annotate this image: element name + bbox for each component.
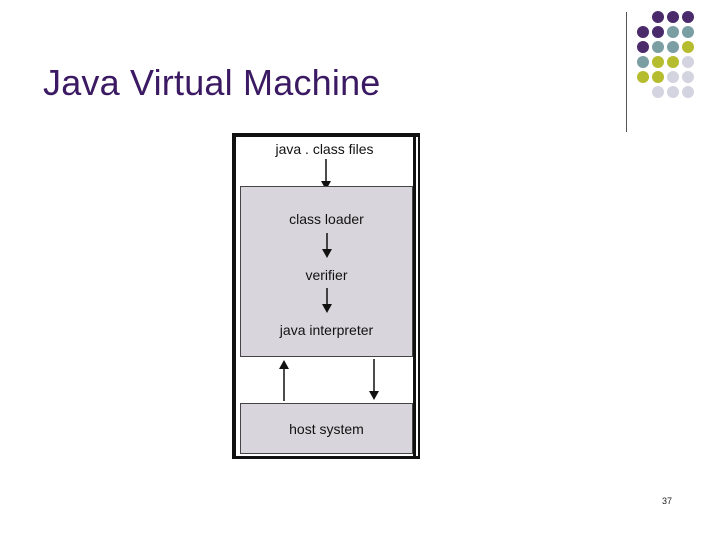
arrow-up-icon [279, 360, 289, 401]
decorative-dot [637, 71, 649, 83]
decorative-dot [667, 86, 679, 98]
decorative-dot [652, 56, 664, 68]
class-loader-label: class loader [289, 211, 364, 227]
decorative-dot [667, 41, 679, 53]
diagram-edge [416, 137, 418, 456]
decorative-dot [667, 56, 679, 68]
host-system-label: host system [289, 421, 364, 437]
jvm-box: class loader verifier java interpreter [240, 186, 413, 357]
decorative-dot [637, 56, 649, 68]
decorative-dot [652, 86, 664, 98]
host-system-box: host system [240, 403, 413, 454]
decorative-dot [652, 26, 664, 38]
slide-title: Java Virtual Machine [43, 62, 381, 103]
page-number: 37 [662, 496, 673, 506]
decorative-dot [682, 86, 694, 98]
java-class-files-label: java . class files [275, 141, 374, 157]
decorative-dot [652, 41, 664, 53]
decorative-dot [652, 11, 664, 23]
decorative-dot [637, 26, 649, 38]
divider-line [626, 12, 627, 132]
arrow-down-icon [369, 359, 379, 400]
verifier-label: verifier [305, 267, 348, 283]
arrow-down-icon [322, 233, 332, 258]
arrow-down-icon [321, 159, 331, 190]
decorative-dot [682, 71, 694, 83]
diagram-panel: java . class files class loader verifier… [236, 137, 413, 456]
decorative-dot [667, 26, 679, 38]
decorative-dot [652, 71, 664, 83]
decorative-dot [682, 26, 694, 38]
java-interpreter-label: java interpreter [279, 322, 374, 338]
arrow-down-icon [322, 288, 332, 313]
decorative-dot [637, 41, 649, 53]
decorative-dot [667, 11, 679, 23]
decorative-dot [682, 56, 694, 68]
decorative-dot [682, 11, 694, 23]
decorative-dot [682, 41, 694, 53]
jvm-diagram: java . class files class loader verifier… [232, 133, 420, 459]
decorative-dot [667, 71, 679, 83]
